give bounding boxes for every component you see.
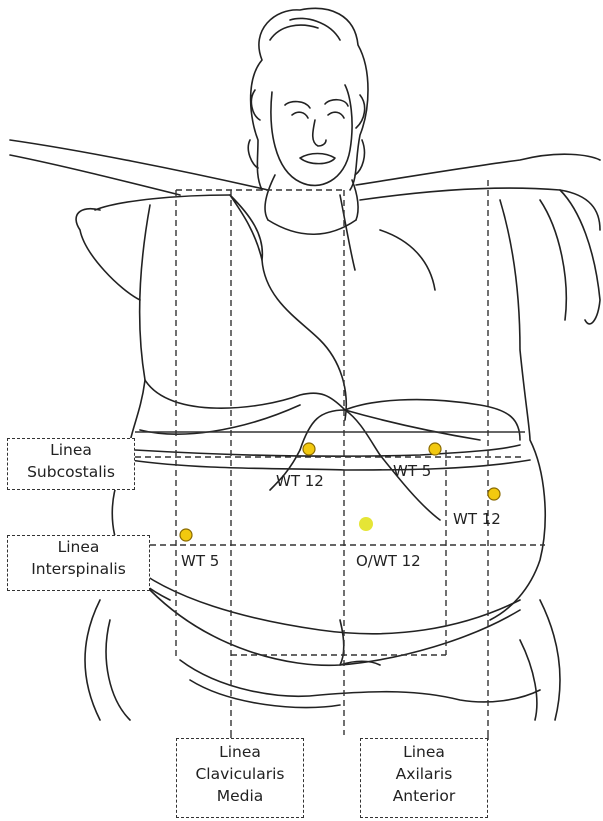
marker-wt5-right xyxy=(429,443,441,455)
point-label-owt12: O/WT 12 xyxy=(356,552,421,570)
point-label-wt5-right: WT 5 xyxy=(393,462,431,480)
point-label-wt12-right: WT 12 xyxy=(453,510,501,528)
point-label-wt12-left: WT 12 xyxy=(276,472,324,490)
marker-wt5-left xyxy=(180,529,192,541)
point-label-wt5-left: WT 5 xyxy=(181,552,219,570)
marker-wt12-right xyxy=(488,488,500,500)
marker-owt12 xyxy=(359,517,373,531)
marker-wt12-left xyxy=(303,443,315,455)
